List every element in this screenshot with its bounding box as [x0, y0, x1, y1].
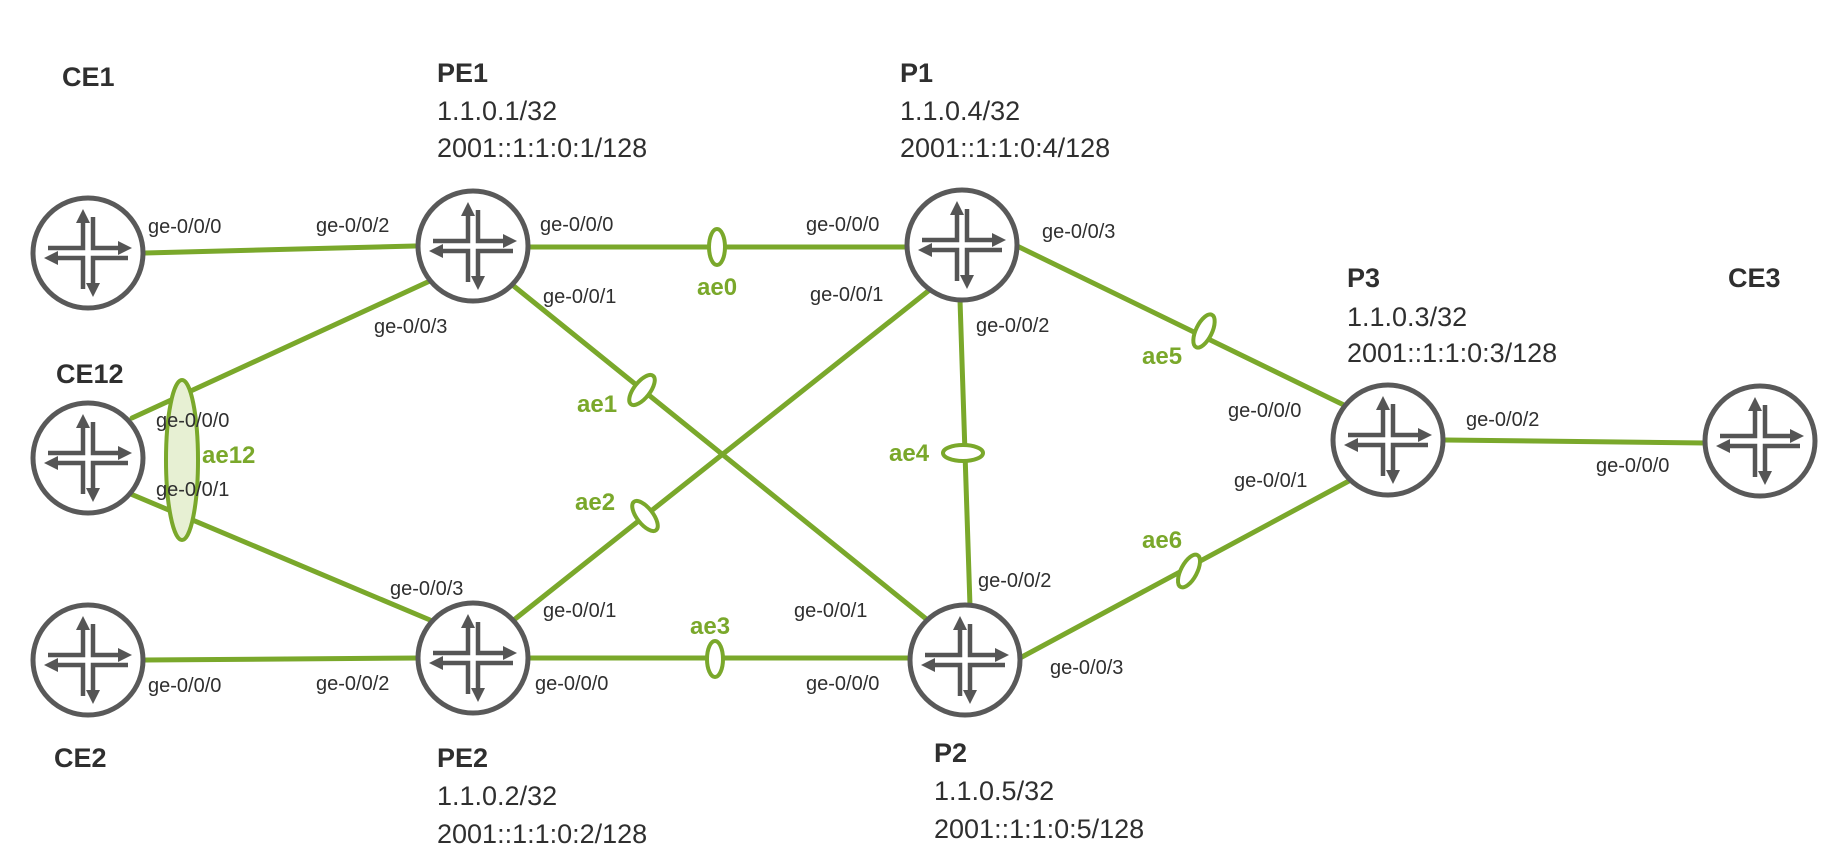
ae2-label: ae2	[575, 489, 615, 516]
if-pe2-ge000: ge-0/0/0	[535, 673, 608, 695]
node-name-pe1: PE1	[437, 58, 488, 88]
router-icon	[907, 190, 1017, 300]
router-pe1	[418, 191, 528, 301]
router-icon	[33, 605, 143, 715]
ae0-marker	[707, 227, 727, 267]
ae3-label: ae3	[690, 613, 730, 640]
node-ipv6-pe2: 2001::1:1:0:2/128	[437, 819, 647, 849]
node-ipv4-p1: 1.1.0.4/32	[900, 96, 1020, 126]
router-icon	[33, 198, 143, 308]
node-name-ce12: CE12	[56, 359, 124, 389]
if-pe2-ge002: ge-0/0/2	[316, 673, 389, 695]
if-ce12-ge000: ge-0/0/0	[156, 410, 229, 432]
node-name-ce3: CE3	[1728, 263, 1781, 293]
ae-labels-layer: ae0 ae1 ae2 ae3 ae4 ae5 ae6 ae12	[202, 274, 1182, 640]
ae6-label: ae6	[1142, 527, 1182, 554]
interface-labels-layer: ge-0/0/0 ge-0/0/2 ge-0/0/0 ge-0/0/3 ge-0…	[148, 214, 1669, 697]
node-ipv6-pe1: 2001::1:1:0:1/128	[437, 133, 647, 163]
if-ce3-ge000: ge-0/0/0	[1596, 455, 1669, 477]
ae3-marker	[705, 639, 725, 679]
router-icon	[910, 605, 1020, 715]
node-ipv6-p3: 2001::1:1:0:3/128	[1347, 338, 1557, 368]
node-ipv4-p2: 1.1.0.5/32	[934, 776, 1054, 806]
node-name-p2: P2	[934, 738, 967, 768]
ae-markers-layer	[164, 227, 1217, 679]
router-icon	[418, 603, 528, 713]
if-p2-ge000: ge-0/0/0	[806, 673, 879, 695]
ae12-marker	[164, 378, 200, 542]
router-pe2	[418, 603, 528, 713]
if-p3-ge000: ge-0/0/0	[1228, 400, 1301, 422]
node-name-p3: P3	[1347, 263, 1380, 293]
router-icon	[418, 191, 528, 301]
if-p3-ge001: ge-0/0/1	[1234, 470, 1307, 492]
router-icon	[1333, 385, 1443, 495]
node-name-ce1: CE1	[62, 62, 115, 92]
if-p2-ge002: ge-0/0/2	[978, 570, 1051, 592]
node-labels-layer: CE1 CE12 CE2 CE3 PE1 1.1.0.1/32 2001::1:…	[54, 58, 1781, 849]
if-p1-ge001: ge-0/0/1	[810, 284, 883, 306]
if-p3-ge002: ge-0/0/2	[1466, 409, 1539, 431]
ae1-label: ae1	[577, 391, 617, 418]
ae5-label: ae5	[1142, 343, 1182, 370]
if-p2-ge003: ge-0/0/3	[1050, 657, 1123, 679]
if-ce1-ge000: ge-0/0/0	[148, 216, 221, 238]
if-pe2-ge003: ge-0/0/3	[390, 578, 463, 600]
node-ipv6-p2: 2001::1:1:0:5/128	[934, 814, 1144, 844]
router-icon	[1705, 386, 1815, 496]
node-name-pe2: PE2	[437, 743, 488, 773]
node-ipv4-pe2: 1.1.0.2/32	[437, 781, 557, 811]
ae6-marker	[1175, 552, 1203, 590]
ae5-marker	[1191, 312, 1217, 350]
link-ce2-pe2	[142, 655, 423, 663]
ae4-marker	[941, 443, 985, 463]
if-p2-ge001: ge-0/0/1	[794, 600, 867, 622]
router-ce3	[1705, 386, 1815, 496]
node-name-p1: P1	[900, 58, 933, 88]
if-ce2-ge000: ge-0/0/0	[148, 675, 221, 697]
if-pe1-ge003: ge-0/0/3	[374, 316, 447, 338]
ae4-label: ae4	[889, 440, 930, 467]
if-p1-ge000: ge-0/0/0	[806, 214, 879, 236]
node-ipv6-p1: 2001::1:1:0:4/128	[900, 133, 1110, 163]
router-ce12	[33, 403, 143, 513]
router-p1	[907, 190, 1017, 300]
if-p1-ge002: ge-0/0/2	[976, 315, 1049, 337]
node-ipv4-pe1: 1.1.0.1/32	[437, 96, 557, 126]
if-ce12-ge001: ge-0/0/1	[156, 479, 229, 501]
link-p1-p3	[1012, 242, 1353, 411]
ae0-label: ae0	[697, 274, 737, 301]
router-p2	[910, 605, 1020, 715]
link-p3-ce3	[1442, 437, 1708, 446]
ae12-label: ae12	[202, 442, 255, 469]
router-ce1	[33, 198, 143, 308]
node-ipv4-p3: 1.1.0.3/32	[1347, 302, 1467, 332]
ae1-marker	[627, 372, 657, 408]
router-icon	[33, 403, 143, 513]
node-name-ce2: CE2	[54, 743, 107, 773]
router-p3	[1333, 385, 1443, 495]
ae2-marker	[630, 498, 660, 534]
if-pe2-ge001: ge-0/0/1	[543, 600, 616, 622]
if-p1-ge003: ge-0/0/3	[1042, 221, 1115, 243]
if-pe1-ge002: ge-0/0/2	[316, 215, 389, 237]
router-ce2	[33, 605, 143, 715]
if-pe1-ge000: ge-0/0/0	[540, 214, 613, 236]
link-pe1-p2	[507, 280, 933, 625]
if-pe1-ge001: ge-0/0/1	[543, 286, 616, 308]
link-ce1-pe1	[142, 243, 418, 256]
link-pe2-p1	[507, 285, 935, 626]
